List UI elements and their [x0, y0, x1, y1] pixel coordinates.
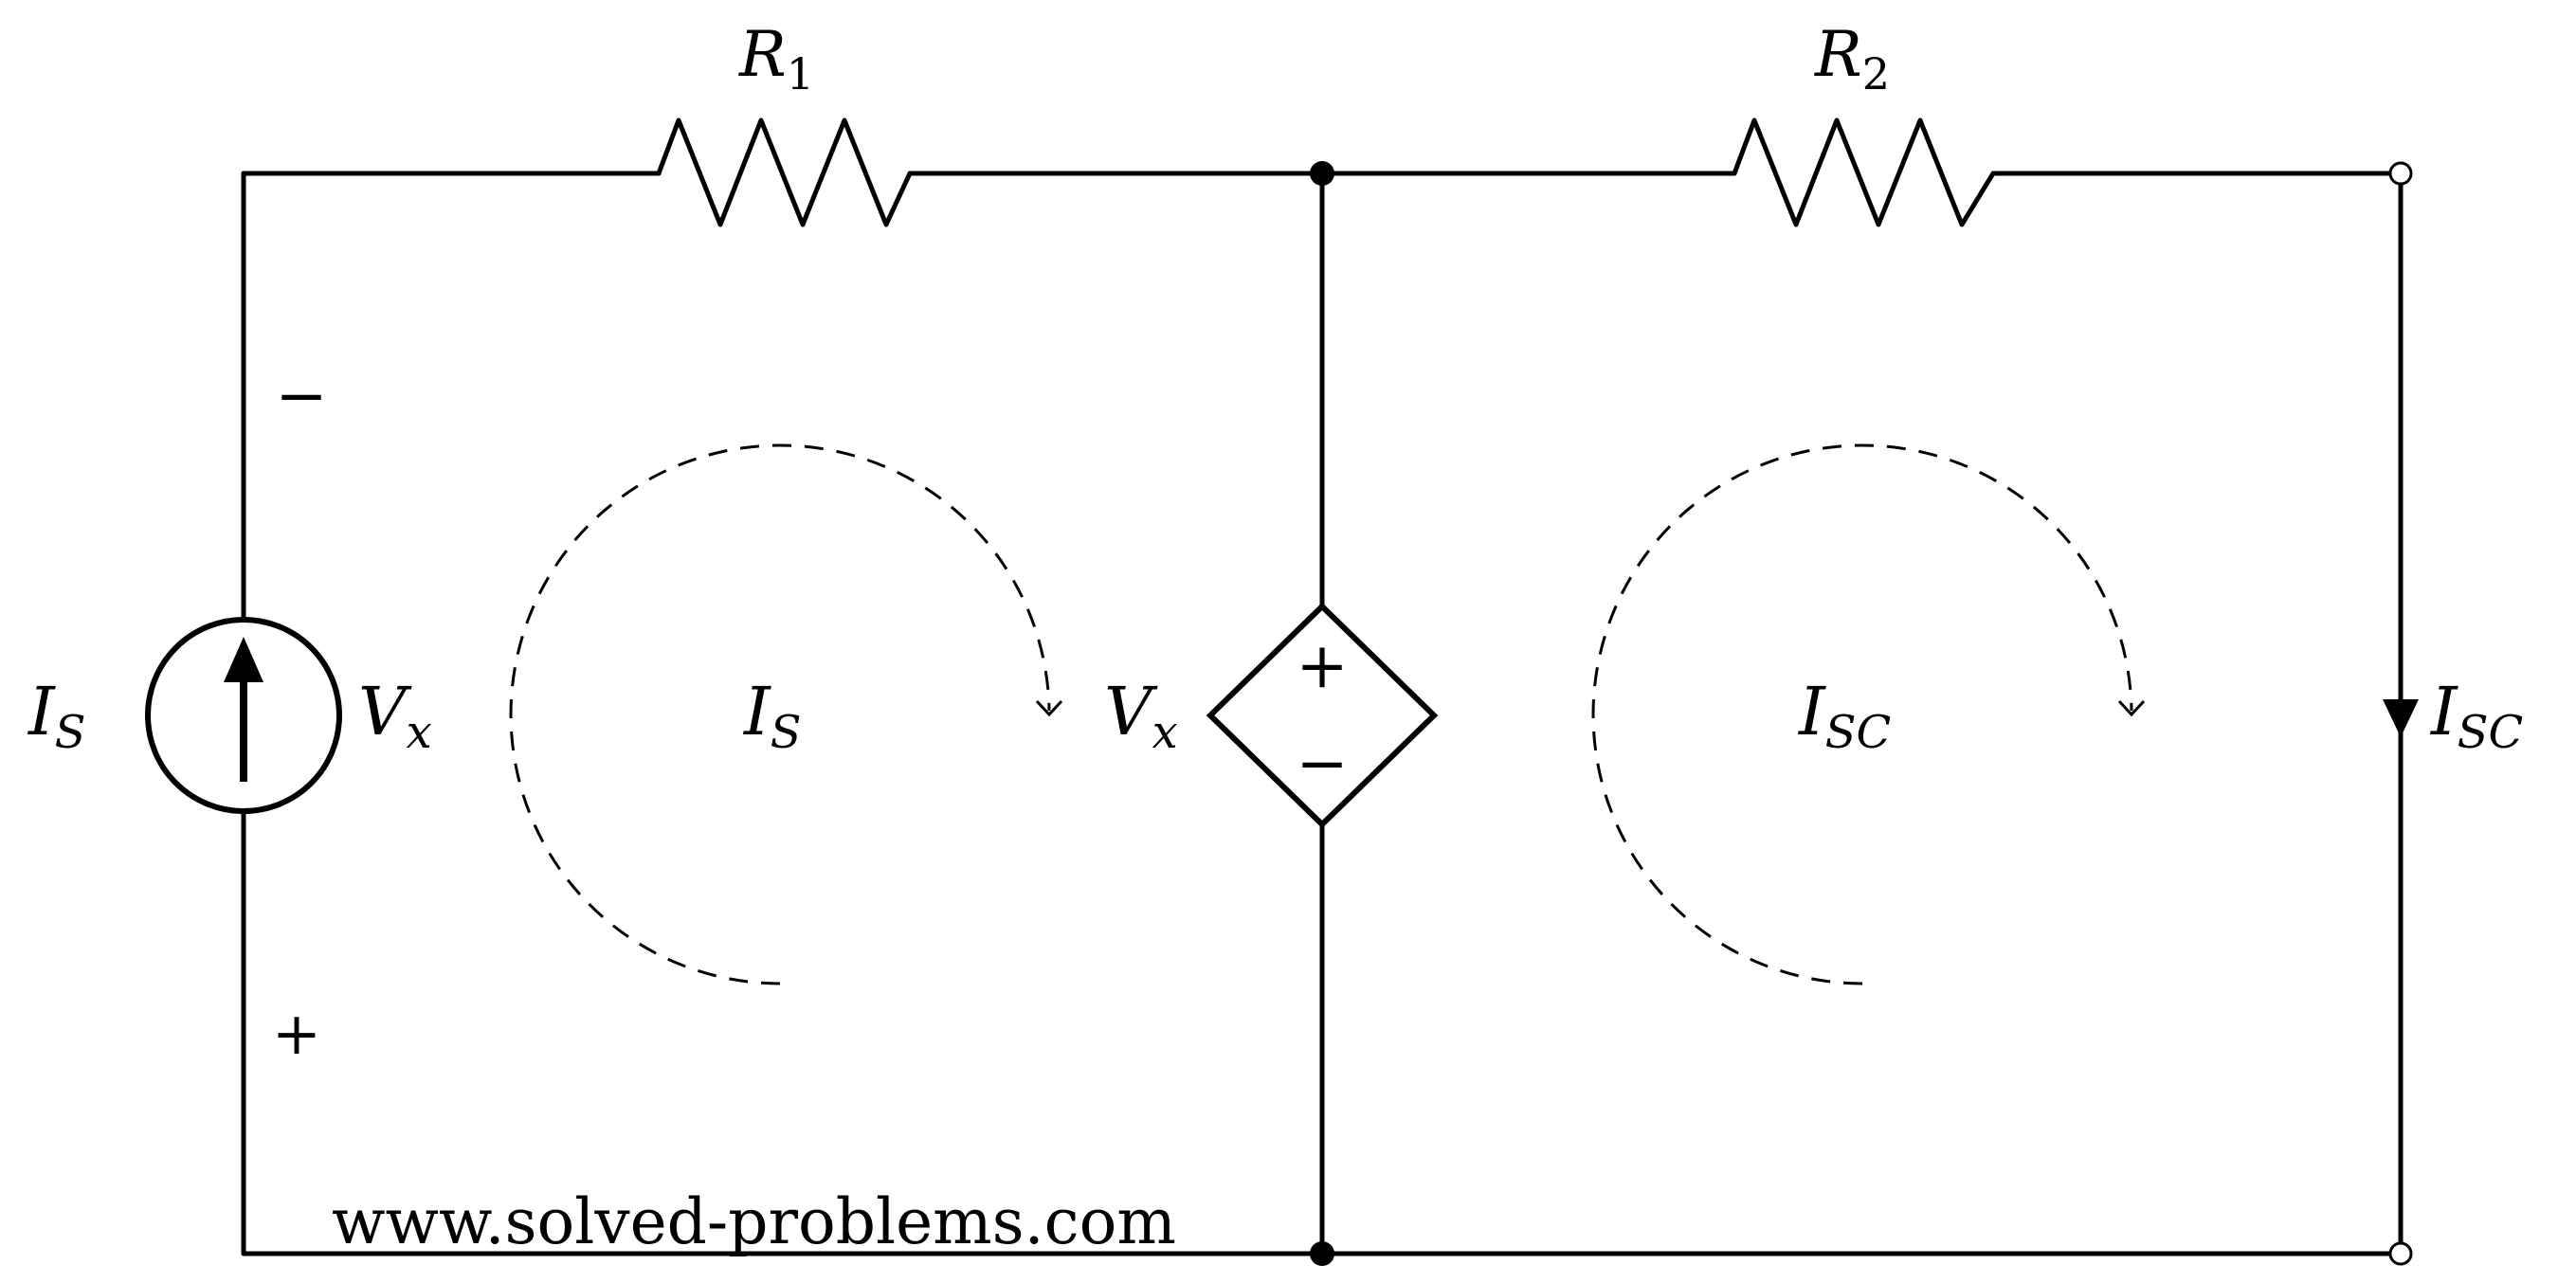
mesh-current-label-1: IS [742, 673, 802, 759]
resistor-r1 [656, 117, 913, 227]
terminal-bottom-right [2388, 1241, 2413, 1266]
resistor-r2 [1732, 117, 1996, 227]
terminal-top-right [2388, 161, 2413, 186]
watermark-text: www.solved-problems.com [332, 1185, 1176, 1258]
mesh-arc-left [509, 443, 1051, 985]
up-arrow-icon [224, 637, 263, 682]
mesh-loop-right [1591, 443, 2146, 985]
r1-label: R1 [738, 18, 814, 99]
arrow-head-icon [2117, 699, 2146, 717]
source-plus-sign: + [272, 999, 321, 1068]
down-arrow-icon [2383, 699, 2419, 737]
mesh-arc-right [1591, 443, 2133, 985]
dependent-source-diamond [1206, 602, 1439, 829]
arrow-head-icon [1035, 699, 1063, 717]
dependent-source-minus: − [1296, 727, 1348, 800]
node-bottom-middle [1310, 1241, 1334, 1266]
dependent-source-label: Vx [1104, 673, 1178, 759]
dependent-voltage-source [1206, 602, 1439, 829]
current-source-label: IS [27, 673, 86, 759]
mesh-current-label-2: ISC [1797, 673, 1891, 759]
source-minus-sign: − [275, 359, 327, 432]
current-source [145, 617, 342, 814]
node-top-middle [1310, 161, 1334, 186]
short-circuit-label: ISC [2429, 673, 2523, 759]
r2-label: R2 [1814, 18, 1890, 99]
current-source-voltage-label: Vx [358, 673, 432, 759]
dependent-source-plus: + [1296, 629, 1348, 702]
mesh-loop-left [509, 443, 1063, 985]
